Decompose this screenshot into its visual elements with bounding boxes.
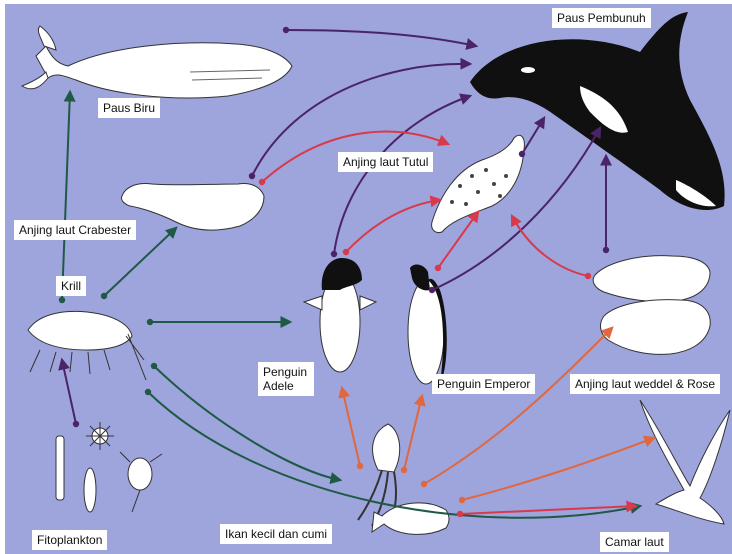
label-penguin-emperor: Penguin Emperor <box>432 374 535 394</box>
label-camar-laut: Camar laut <box>600 532 669 552</box>
label-krill: Krill <box>56 276 86 296</box>
label-anjing-laut-weddel-rose: Anjing laut weddel & Rose <box>570 374 720 394</box>
label-penguin-adele: Penguin Adele <box>258 362 314 396</box>
label-anjing-laut-crabester: Anjing laut Crabester <box>14 220 136 240</box>
label-paus-pembunuh: Paus Pembunuh <box>552 8 651 28</box>
label-paus-biru: Paus Biru <box>98 98 160 118</box>
label-ikan-kecil-cumi: Ikan kecil dan cumi <box>220 524 332 544</box>
label-anjing-laut-tutul: Anjing laut Tutul <box>338 152 433 172</box>
label-fitoplankton: Fitoplankton <box>32 530 107 550</box>
